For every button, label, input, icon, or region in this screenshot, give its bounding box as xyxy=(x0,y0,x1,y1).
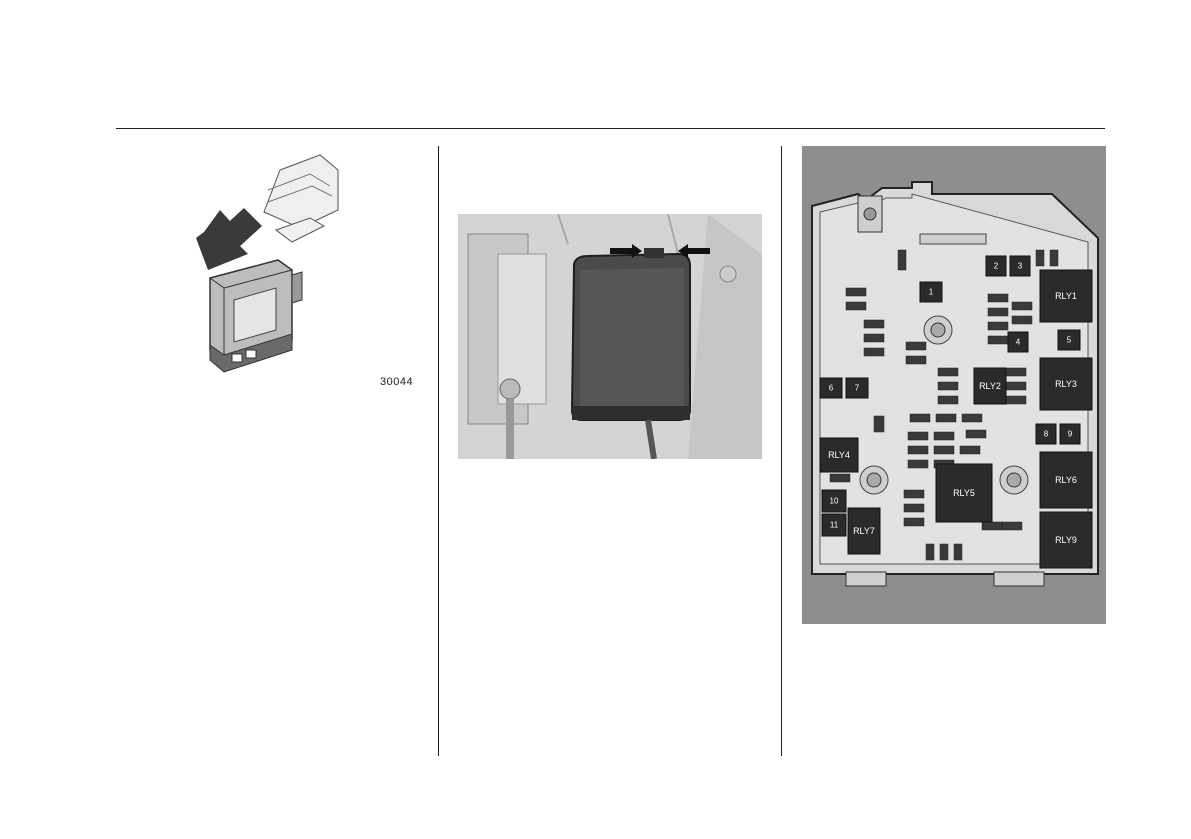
fuse-5: 5 xyxy=(1067,336,1072,345)
fuse-6: 6 xyxy=(829,384,834,393)
relay-7: RLY7 xyxy=(853,526,875,536)
fuse-3: 3 xyxy=(1018,262,1023,271)
engine-compartment-photo xyxy=(458,214,762,459)
fuse-2: 2 xyxy=(994,262,999,271)
relay-5: RLY5 xyxy=(953,488,975,498)
figure-code: 30044 xyxy=(380,376,414,388)
connector-removal-illustration xyxy=(180,150,420,400)
relay-6: RLY6 xyxy=(1055,475,1077,485)
relay-1: RLY1 xyxy=(1055,291,1077,301)
fuse-7: 7 xyxy=(855,384,860,393)
fuse-4: 4 xyxy=(1016,338,1021,347)
relay-4: RLY4 xyxy=(828,450,850,460)
fuse-10: 10 xyxy=(830,497,839,506)
fuse-1: 1 xyxy=(929,288,934,297)
fuse-8: 8 xyxy=(1044,430,1049,439)
engine-compartment-drawing xyxy=(458,214,762,459)
relay-2: RLY2 xyxy=(979,381,1001,391)
relay-9: RLY9 xyxy=(1055,535,1077,545)
fuse-box-drawing: 1 2 3 4 5 6 7 8 9 10 11 RLY1 RLY2 RLY3 R… xyxy=(802,146,1106,624)
column-divider xyxy=(781,146,782,756)
relay-3: RLY3 xyxy=(1055,379,1077,389)
fuse-box-layout-diagram: 1 2 3 4 5 6 7 8 9 10 11 RLY1 RLY2 RLY3 R… xyxy=(802,146,1106,624)
column-divider xyxy=(438,146,439,756)
fuse-11: 11 xyxy=(830,521,839,530)
page-header-rule xyxy=(116,128,1105,129)
fuse-9: 9 xyxy=(1068,430,1073,439)
connector-drawing xyxy=(196,154,339,373)
